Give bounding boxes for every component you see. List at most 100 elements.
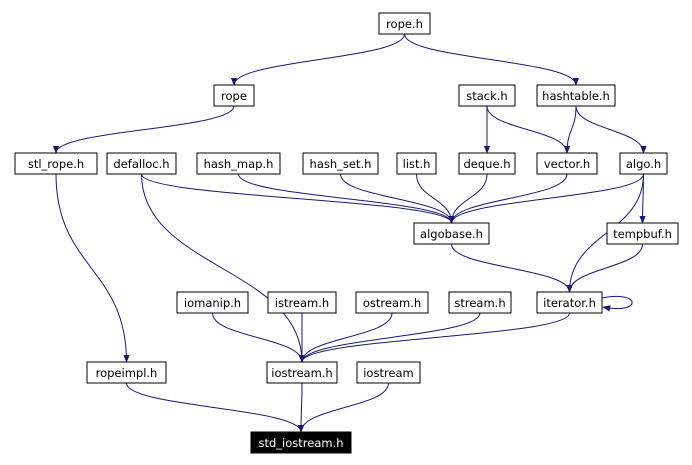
node-istream-h[interactable]: istream.h — [267, 291, 337, 314]
node-ostream-h[interactable]: ostream.h — [355, 291, 429, 314]
edge-rope_h-to-hashtable_h — [404, 33, 580, 86]
arrow — [297, 382, 305, 433]
arrow — [340, 173, 455, 224]
node-hashtable-h[interactable]: hashtable.h — [536, 84, 616, 107]
node-label: vector.h — [544, 157, 590, 171]
node-box — [176, 291, 249, 314]
node-box — [266, 361, 338, 384]
node-ropeimpl-h[interactable]: ropeimpl.h — [86, 361, 167, 384]
node-iostream[interactable]: iostream — [356, 361, 421, 384]
node-stl-rope-h[interactable]: stl_rope.h — [14, 152, 98, 175]
arrow — [298, 312, 570, 363]
node-deque-h[interactable]: deque.h — [458, 152, 516, 175]
arrow — [451, 243, 573, 293]
node-box — [355, 291, 429, 314]
node-box — [302, 152, 379, 175]
edge-iterator_h-to-iterator_h — [601, 296, 633, 312]
node-tempbuf-h[interactable]: tempbuf.h — [606, 222, 679, 245]
node-label: iterator.h — [543, 296, 596, 310]
arrow — [297, 382, 389, 433]
arrow — [298, 312, 393, 363]
node-box — [606, 222, 679, 245]
node-label: defalloc.h — [113, 157, 169, 171]
edge-stream_h-to-iostream_h — [298, 312, 481, 363]
node-label: stl_rope.h — [28, 157, 84, 171]
node-label: hash_set.h — [310, 157, 372, 171]
node-label: ostream.h — [363, 296, 421, 310]
edge-iomanip_h-to-iostream_h — [212, 312, 306, 363]
node-box — [250, 431, 352, 454]
node-box — [356, 361, 421, 384]
node-box — [536, 291, 603, 314]
edge-stack_h-to-vector_h — [486, 105, 571, 154]
node-label: rope.h — [386, 17, 423, 31]
node-stack-h[interactable]: stack.h — [458, 84, 516, 107]
node-label: iostream — [363, 366, 414, 380]
edge-iostream_h-to-std_iostream_h — [297, 382, 305, 433]
arrow — [212, 312, 306, 363]
node-label: tempbuf.h — [613, 227, 672, 241]
node-box — [448, 291, 512, 314]
node-label: stream.h — [454, 296, 505, 310]
node-box — [196, 152, 281, 175]
node-box — [213, 84, 255, 107]
arrow — [55, 173, 130, 363]
node-label: stack.h — [466, 89, 507, 103]
edge-hashtable_h-to-algo_h — [575, 105, 647, 154]
arrow — [575, 105, 647, 154]
node-iostream-h[interactable]: iostream.h — [266, 361, 338, 384]
node-algo-h[interactable]: algo.h — [619, 152, 668, 175]
node-label: rope — [221, 89, 247, 103]
node-rope[interactable]: rope — [213, 84, 255, 107]
node-box — [86, 361, 167, 384]
node-box — [458, 152, 516, 175]
node-label: algobase.h — [420, 227, 483, 241]
node-box — [396, 152, 437, 175]
edge-hashtable_h-to-vector_h — [563, 105, 577, 154]
arrow — [298, 312, 481, 363]
node-list-h[interactable]: list.h — [396, 152, 437, 175]
arrow — [52, 105, 235, 154]
edge-defalloc_h-to-algobase_h — [141, 173, 455, 224]
edge-defalloc_h-to-iostream_h — [141, 173, 306, 363]
arrow — [238, 173, 455, 224]
edge-tempbuf_h-to-iterator_h — [566, 243, 643, 293]
node-box — [536, 84, 616, 107]
node-algobase-h[interactable]: algobase.h — [413, 222, 490, 245]
node-label: istream.h — [275, 296, 329, 310]
node-hash-map-h[interactable]: hash_map.h — [196, 152, 281, 175]
node-box — [413, 222, 490, 245]
node-vector-h[interactable]: vector.h — [536, 152, 598, 175]
arrow — [126, 382, 305, 433]
arrow — [416, 173, 455, 224]
edge-algo_h-to-algobase_h — [448, 173, 644, 224]
node-label: hashtable.h — [542, 89, 610, 103]
node-iterator-h[interactable]: iterator.h — [536, 291, 603, 314]
node-iomanip-h[interactable]: iomanip.h — [176, 291, 249, 314]
edge-algobase_h-to-iterator_h — [451, 243, 573, 293]
node-box — [536, 152, 598, 175]
node-label: ropeimpl.h — [96, 366, 158, 380]
node-stream-h[interactable]: stream.h — [448, 291, 512, 314]
node-defalloc-h[interactable]: defalloc.h — [106, 152, 177, 175]
node-box — [267, 291, 337, 314]
node-box — [458, 84, 516, 107]
edge-rope-to-stl_rope_h — [52, 105, 235, 154]
edge-rope_h-to-rope — [230, 33, 405, 86]
node-label: hash_map.h — [204, 157, 274, 171]
edge-deque_h-to-algobase_h — [448, 173, 488, 224]
edge-stl_rope_h-to-ropeimpl_h — [55, 173, 130, 363]
node-label: list.h — [403, 157, 431, 171]
edge-vector_h-to-algobase_h — [448, 173, 568, 224]
node-std-iostream-h[interactable]: std_iostream.h — [250, 431, 352, 454]
arrow — [563, 105, 577, 154]
edge-hash_set_h-to-algobase_h — [340, 173, 455, 224]
node-hash-set-h[interactable]: hash_set.h — [302, 152, 379, 175]
node-label: deque.h — [464, 157, 511, 171]
node-label: iostream.h — [271, 366, 332, 380]
edge-hash_map_h-to-algobase_h — [238, 173, 455, 224]
node-rope-h[interactable]: rope.h — [378, 12, 431, 35]
arrow — [601, 296, 633, 312]
node-label: iomanip.h — [184, 296, 241, 310]
